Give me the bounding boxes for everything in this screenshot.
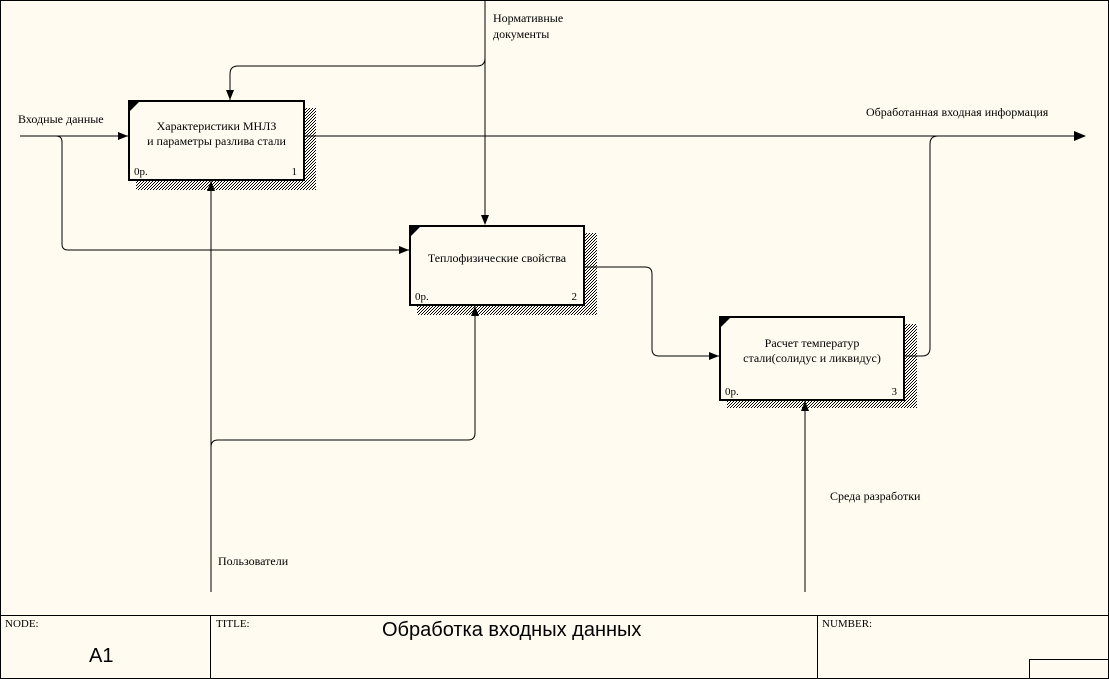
arrowhead-activity-3-mechanism bbox=[801, 401, 809, 411]
activity-3-number: 3 bbox=[891, 386, 898, 398]
output-arrow-label: Обработанная входная информация bbox=[866, 105, 1049, 119]
arrowhead-activity-3-input bbox=[709, 352, 719, 360]
title-label: TITLE: bbox=[216, 618, 250, 630]
arrow-activity-3-output bbox=[904, 135, 939, 357]
arrowhead-activity-2-control bbox=[481, 215, 489, 225]
arrowhead-activity-1-input bbox=[118, 132, 128, 140]
activity-box-2[interactable]: Теплофизические свойства 0р. 2 bbox=[409, 225, 585, 306]
activity-1-number: 1 bbox=[291, 166, 298, 178]
arrowhead-activity-2-input bbox=[399, 246, 409, 254]
activity-2-title: Теплофизические свойства bbox=[427, 251, 567, 265]
activity-box-3[interactable]: Расчет температур стали(солидус и ликвид… bbox=[719, 316, 905, 401]
arrowhead-activity-1-mechanism bbox=[207, 181, 215, 191]
mechanism-users-label: Пользователи bbox=[218, 554, 289, 568]
control-arrow-label-line2: документы bbox=[493, 27, 550, 41]
node-value: A1 bbox=[89, 645, 114, 667]
activity-2-cost: 0р. bbox=[415, 291, 429, 303]
activity-2-number: 2 bbox=[571, 291, 578, 303]
activity-1-title: Характеристики МНЛЗ и параметры разлива … bbox=[147, 119, 286, 148]
arrow-input-branch-to-activity-2 bbox=[55, 135, 409, 251]
arrow-mechanism-branch-to-activity-2 bbox=[210, 306, 476, 448]
activity-box-1[interactable]: Характеристики МНЛЗ и параметры разлива … bbox=[128, 100, 305, 181]
arrow-control-branch-to-activity-1 bbox=[229, 57, 486, 100]
arrowhead-activity-2-mechanism bbox=[471, 306, 479, 316]
activity-1-cost: 0р. bbox=[134, 166, 148, 178]
activity-3-cost: 0р. bbox=[725, 386, 739, 398]
arrowhead-activity-1-control bbox=[226, 90, 234, 100]
node-label: NODE: bbox=[5, 618, 39, 630]
input-arrow-label: Входные данные bbox=[18, 112, 104, 126]
number-subcell bbox=[1029, 659, 1109, 679]
mechanism-environment-label: Среда разработки bbox=[830, 489, 921, 503]
corner-mark-icon bbox=[130, 102, 139, 111]
arrow-activity-2-to-activity-3 bbox=[584, 266, 719, 357]
activity-3-title: Расчет температур стали(солидус и ликвид… bbox=[743, 336, 881, 365]
control-arrow-label-line1: Нормативные bbox=[493, 11, 564, 25]
number-label: NUMBER: bbox=[822, 618, 873, 630]
arrowhead-output bbox=[1074, 131, 1086, 141]
diagram-title: Обработка входных данных bbox=[382, 619, 642, 641]
corner-mark-icon bbox=[411, 227, 420, 236]
corner-mark-icon bbox=[721, 318, 730, 327]
